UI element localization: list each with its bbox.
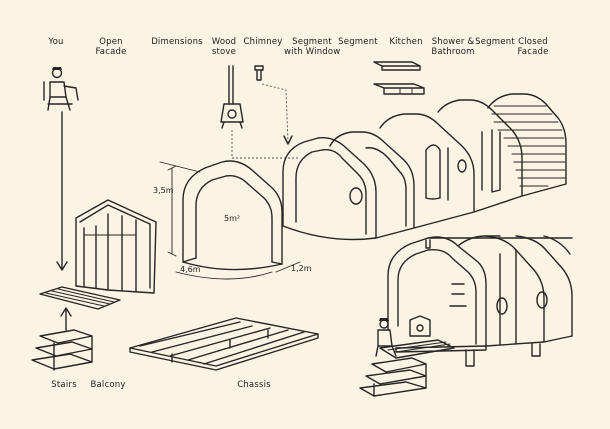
dimension-height: 3,5m [153, 186, 174, 195]
assembled-house [360, 236, 572, 396]
open-facade [76, 200, 156, 293]
closed-facade [488, 94, 566, 196]
person-figure [44, 67, 78, 110]
chimney [255, 66, 263, 80]
label-dimensions: Dimensions [151, 37, 203, 47]
label-kitchen: Kitchen [389, 37, 423, 47]
label-open-facade: Open Facade [95, 37, 127, 57]
dimension-length: 4,6m [180, 265, 201, 274]
label-stairs: Stairs [51, 380, 77, 390]
label-wood-stove: Wood stove [211, 37, 237, 57]
dimension-segment [160, 161, 300, 279]
label-shower-bathroom: Shower & Bathroom [431, 37, 475, 57]
label-chimney: Chimney [243, 37, 283, 47]
label-segment-1: Segment [338, 37, 378, 47]
label-balcony: Balcony [90, 380, 126, 390]
chassis [130, 318, 318, 370]
label-you: You [48, 37, 64, 47]
balcony-deck [40, 287, 120, 309]
stairs [32, 330, 92, 370]
label-closed-facade: Closed Facade [517, 37, 549, 57]
label-chassis: Chassis [237, 380, 271, 390]
label-segment-2: Segment [475, 37, 515, 47]
dimension-depth: 1,2m [291, 264, 312, 273]
chimney-guide-line [262, 84, 288, 142]
wood-stove [221, 66, 243, 128]
kitchen-segment [380, 114, 474, 228]
shower-bathroom-segment [438, 100, 522, 212]
stove-guide-line [232, 130, 300, 158]
kitchen-shelves [374, 62, 424, 94]
dimension-area: 5m² [224, 214, 241, 223]
label-segment-with-window: Segment with Window [284, 37, 341, 57]
segment-with-window [283, 138, 376, 240]
segment-1 [330, 132, 414, 238]
